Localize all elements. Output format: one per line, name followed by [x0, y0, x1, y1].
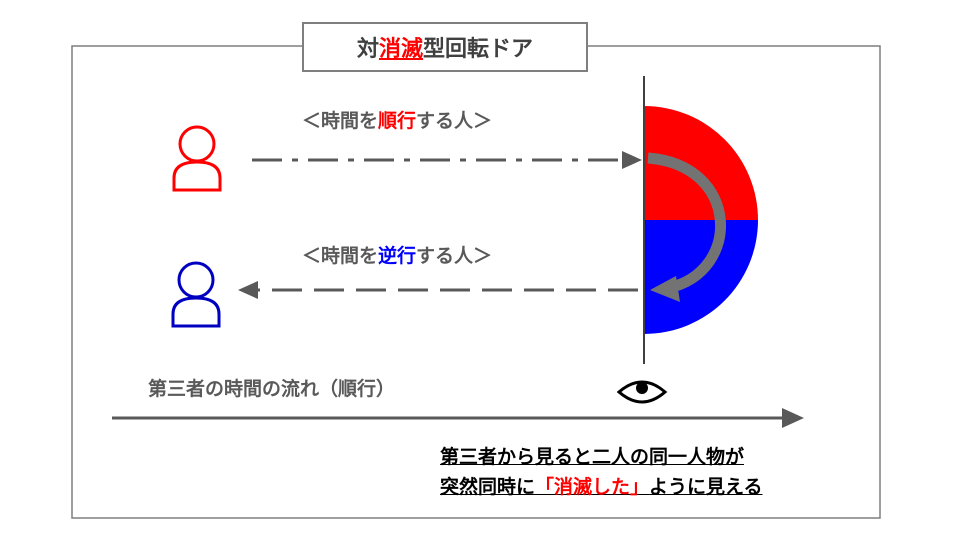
title-suffix: 型回転ドア [423, 37, 534, 62]
forward-arrow-head [622, 151, 642, 169]
conclusion-line-2-suffix: ように見える [649, 476, 763, 498]
person-forward-icon [172, 125, 222, 192]
reverse-label-close: する人＞ [416, 245, 493, 267]
title-prefix: 対 [356, 37, 379, 62]
title-box: 対消滅型回転ドア [302, 22, 588, 72]
door-forward-half [644, 106, 758, 220]
person-reverse-icon [171, 261, 221, 328]
forward-label-highlight: 順行 [378, 110, 417, 132]
conclusion-line-2-prefix: 突然同時に [440, 476, 536, 498]
conclusion-line-1: 第三者から見ると二人の同一人物が [440, 446, 745, 468]
reverse-label-open: ＜時間を [302, 245, 379, 267]
door-rotation-arrow [647, 152, 727, 294]
reverse-label: ＜時間を逆行する人＞ [302, 247, 492, 266]
door-rotation-arrow-head [650, 276, 680, 302]
conclusion-line-2-highlight: 「消滅した」 [535, 476, 650, 498]
reverse-arrow-head [238, 281, 258, 299]
forward-label-open: ＜時間を [302, 110, 379, 132]
timeline-label: 第三者の時間の流れ（順行） [148, 378, 396, 400]
title-highlight: 消滅 [378, 37, 423, 62]
reverse-label-highlight: 逆行 [378, 245, 417, 267]
forward-label: ＜時間を順行する人＞ [302, 112, 492, 131]
conclusion-line-2: 突然同時に「消滅した」ように見える [440, 478, 762, 497]
timeline-arrow-head [782, 408, 804, 428]
eye-icon [616, 380, 668, 404]
forward-label-close: する人＞ [416, 110, 493, 132]
